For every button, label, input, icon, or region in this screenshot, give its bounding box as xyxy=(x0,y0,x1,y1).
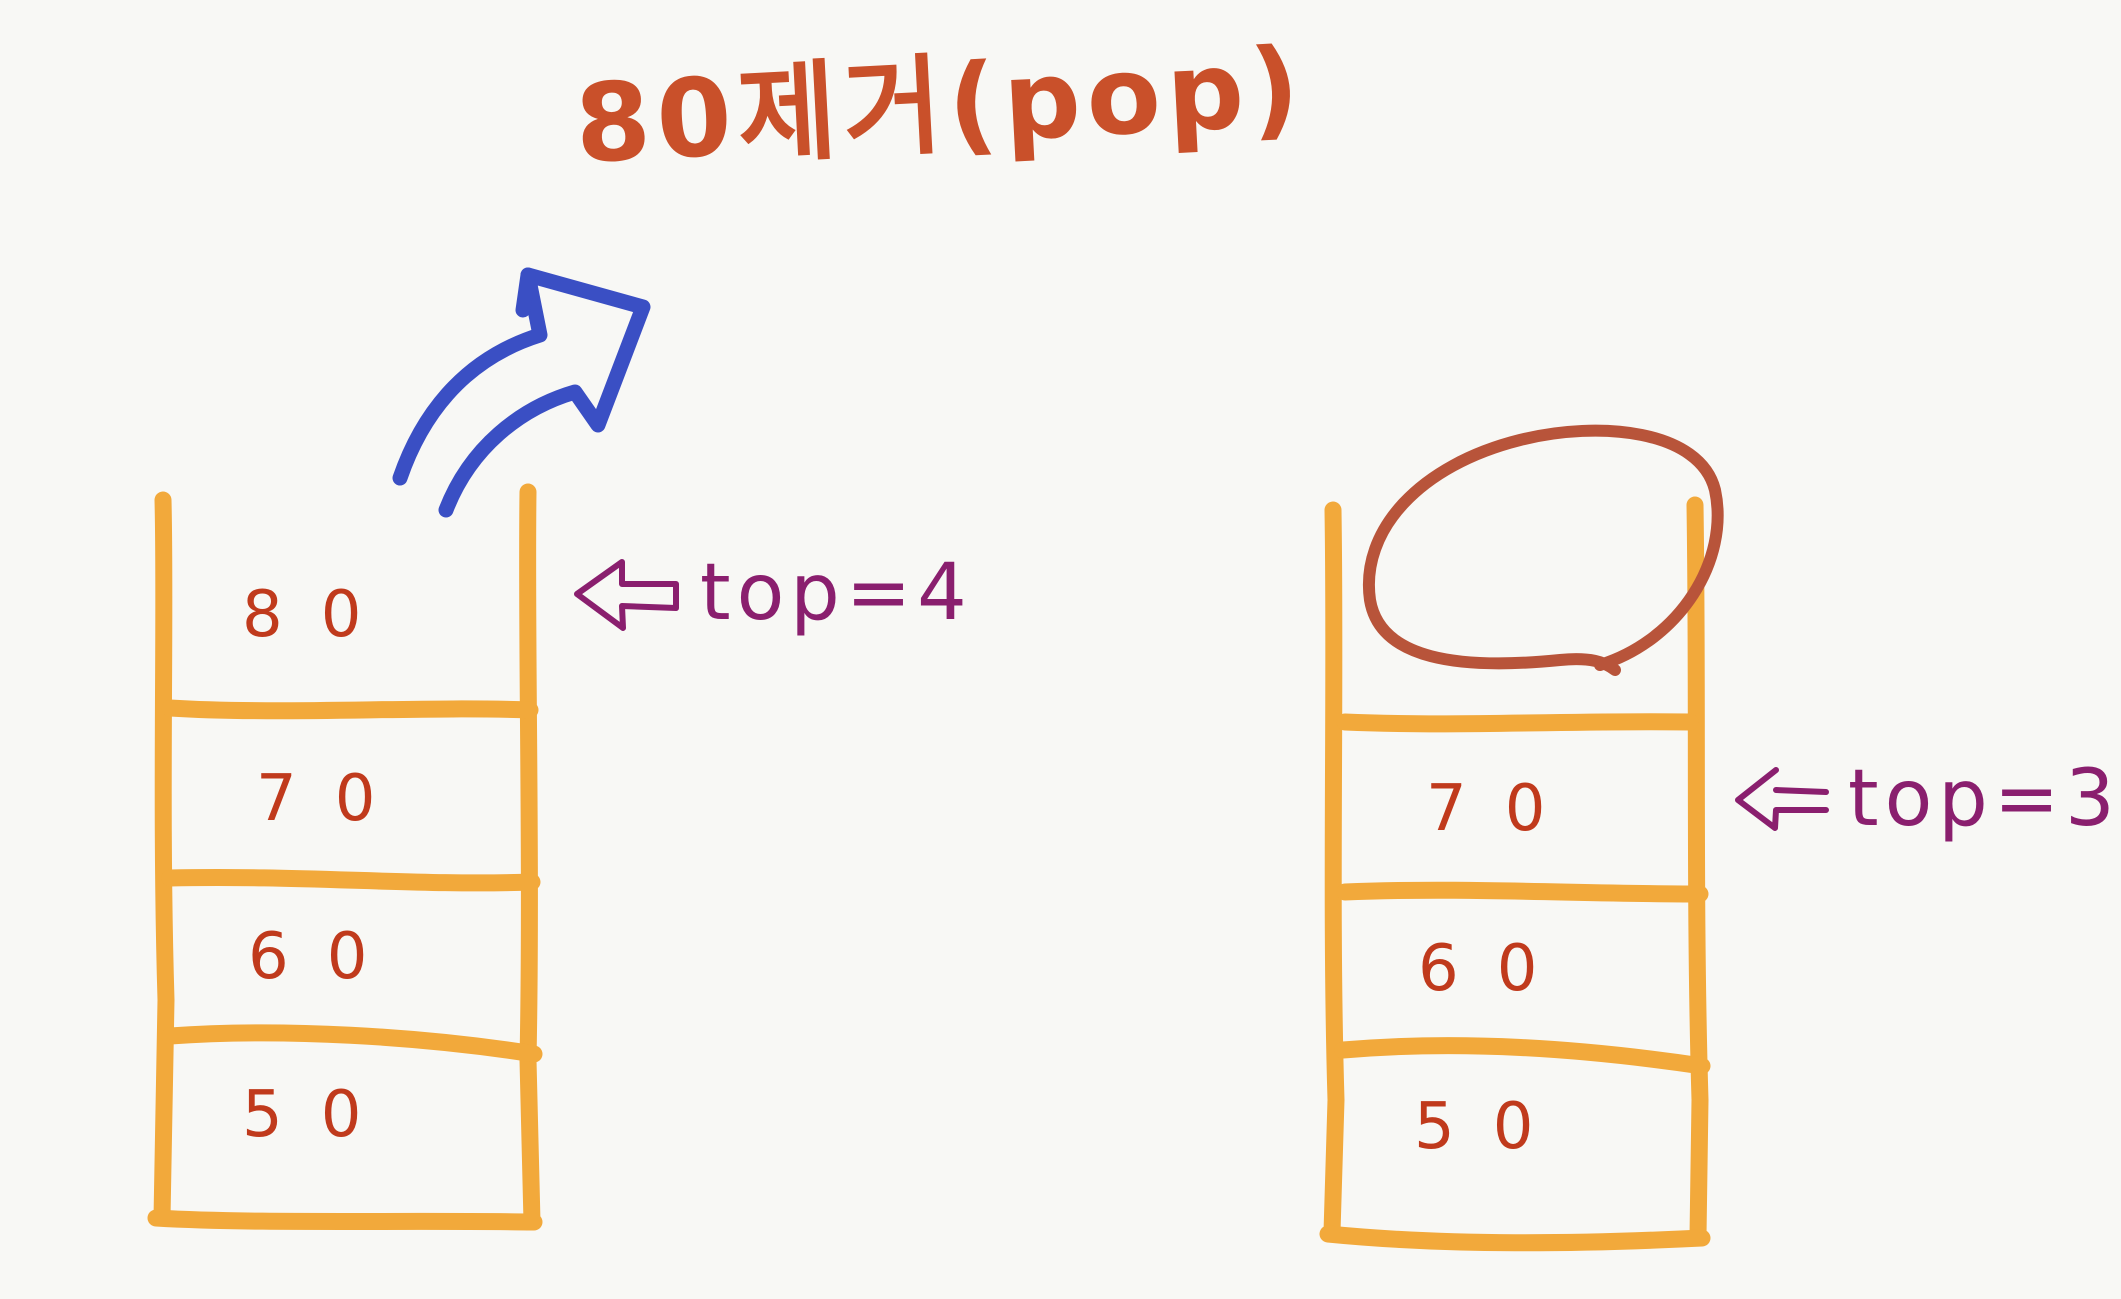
left-stack-divider-2 xyxy=(161,868,541,892)
left-stack-left-wall xyxy=(153,491,175,1227)
right-stack-bottom xyxy=(1319,1225,1711,1252)
left-stack-cell-3: 60 xyxy=(248,920,406,994)
right-stack-right-wall xyxy=(1686,496,1709,1245)
left-stack-divider-1 xyxy=(161,699,539,720)
right-stack-cell-3: 60 xyxy=(1418,932,1576,1006)
left-stack-right-wall xyxy=(519,483,541,1231)
left-stack-cell-2: 70 xyxy=(256,762,414,836)
curved-up-right-arrow-icon xyxy=(392,267,651,518)
right-top-pointer-label: top=3 xyxy=(1848,754,2121,844)
hollow-left-arrow-icon xyxy=(1735,767,1829,831)
right-stack xyxy=(1319,496,1711,1252)
left-stack-cell-4: 50 xyxy=(242,1078,400,1152)
right-stack-cell-2: 70 xyxy=(1426,772,1584,846)
left-stack-bottom xyxy=(147,1209,543,1231)
circle-outline-icon xyxy=(1362,424,1724,676)
left-stack-divider-3 xyxy=(161,1024,543,1063)
right-stack-cell-4: 50 xyxy=(1414,1090,1572,1164)
right-stack-left-wall xyxy=(1323,501,1345,1241)
left-stack xyxy=(147,483,543,1231)
right-stack-divider-2 xyxy=(1336,881,1709,903)
right-stack-divider-3 xyxy=(1334,1037,1711,1075)
right-stack-divider-1 xyxy=(1336,713,1699,733)
left-stack-cell-1: 80 xyxy=(242,578,400,652)
left-top-pointer-label: top=4 xyxy=(700,548,973,638)
hollow-left-arrow-icon xyxy=(574,559,679,631)
